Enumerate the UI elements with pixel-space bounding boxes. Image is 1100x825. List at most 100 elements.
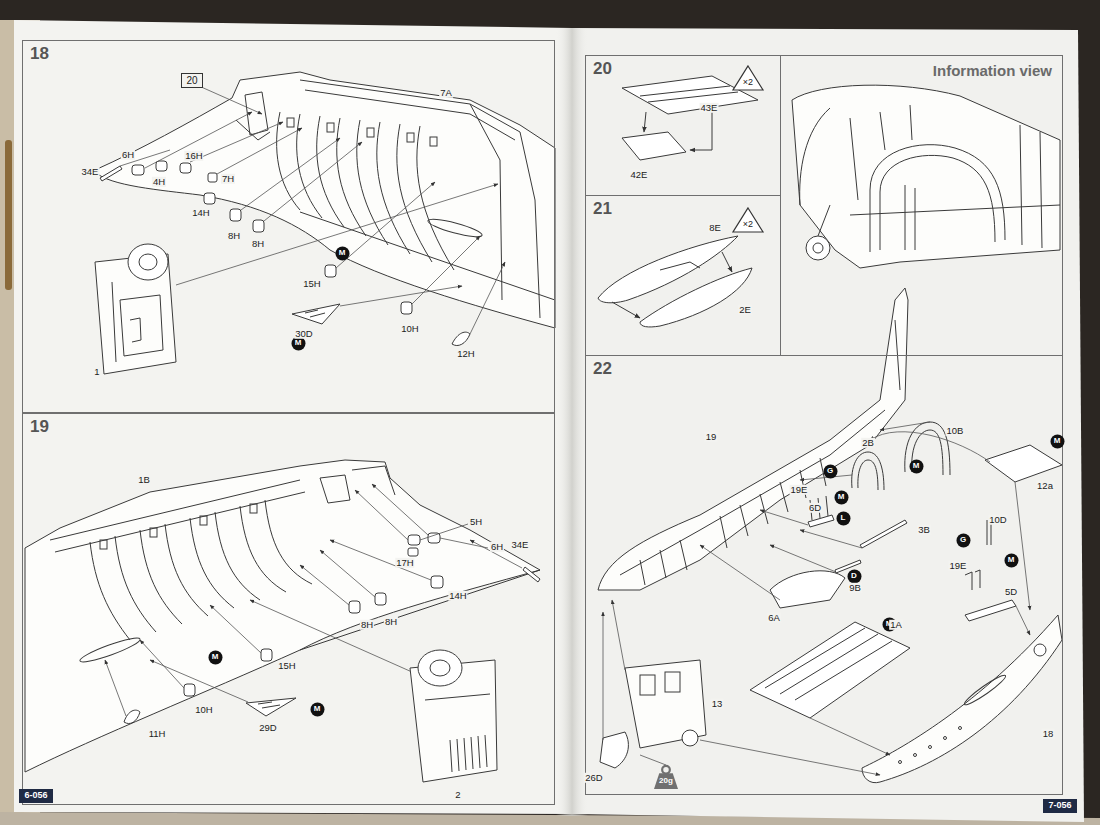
step-18-drawing — [287, 118, 294, 127]
part-number: 15H — [302, 279, 321, 289]
glue-paint-disc — [1050, 434, 1064, 448]
glue-paint-symbol: M — [310, 702, 325, 717]
part-number: 10H — [194, 705, 213, 715]
step-22-drawing — [640, 755, 666, 765]
part-number: 6A — [767, 613, 781, 623]
step-21-drawing — [660, 262, 700, 270]
step-22-drawing — [862, 615, 1062, 783]
step-19-drawing — [320, 550, 375, 597]
step-18-drawing — [95, 72, 555, 374]
step-20-drawing — [644, 112, 646, 132]
step-19-drawing — [55, 492, 305, 552]
symbol-letter: M — [838, 493, 845, 502]
quantity-triangle: ×2 — [732, 65, 764, 91]
part-number: 8H — [251, 239, 265, 249]
step-19-drawing — [240, 506, 286, 592]
step-19-drawing — [105, 660, 126, 716]
step-18-drawing — [120, 86, 505, 334]
information-view-drawing — [905, 185, 915, 250]
part-number: 11H — [148, 729, 167, 739]
step-panel: 21×2 — [585, 195, 781, 356]
step-18-drawing — [336, 182, 435, 268]
part-number: 8E — [708, 223, 722, 233]
symbol-letter: M — [1054, 437, 1061, 446]
step-18-drawing — [253, 220, 264, 232]
step-18-drawing — [305, 310, 325, 317]
step-19-drawing — [258, 702, 280, 708]
step-19-drawing — [140, 640, 184, 688]
step-18-drawing — [340, 286, 462, 306]
step-22-drawing — [858, 460, 878, 490]
part-number: 7H — [221, 174, 235, 184]
step-22-drawing — [665, 672, 680, 692]
step-18-drawing — [264, 142, 362, 221]
step-19-drawing — [261, 649, 272, 661]
step-19-drawing — [420, 524, 468, 540]
information-panel: Information view — [780, 55, 1063, 356]
part-number: 3B — [917, 525, 931, 535]
step-22-drawing — [625, 660, 706, 748]
step-19-drawing — [440, 538, 488, 548]
information-view-drawing — [818, 205, 830, 236]
symbol-letter: M — [1008, 556, 1015, 565]
step-22-drawing — [810, 718, 890, 755]
step-22-drawing — [1016, 606, 1030, 635]
step-18-drawing — [145, 112, 252, 168]
step-18-drawing — [367, 128, 374, 137]
part-number: 7A — [439, 88, 453, 98]
page-number: 6-056 — [24, 791, 47, 801]
part-number: 16H — [184, 151, 203, 161]
step-22-drawing — [914, 754, 917, 757]
part-number: 1A — [889, 620, 903, 630]
glue-paint-symbol: M — [335, 246, 350, 261]
weight-handle — [662, 766, 670, 774]
glue-paint-symbol: D — [847, 569, 862, 584]
information-view-drawing — [806, 236, 830, 260]
part-number: 13 — [711, 699, 724, 709]
part-number: 6D — [808, 503, 822, 513]
step-22-drawing — [598, 288, 1062, 783]
step-18-drawing — [190, 122, 283, 162]
step-22-drawing — [700, 545, 780, 600]
part-number: 29D — [258, 723, 277, 733]
part-number: 12H — [456, 349, 475, 359]
step-18-drawing — [217, 128, 302, 174]
step-panel: 20×2 — [585, 55, 781, 196]
step-19-drawing — [215, 512, 260, 600]
step-22-drawing — [870, 432, 990, 462]
step-22-drawing — [770, 545, 836, 572]
glue-paint-symbol: G — [956, 533, 971, 548]
information-view-drawing — [792, 85, 1060, 268]
step-22-drawing — [765, 628, 892, 700]
step-19-drawing — [408, 535, 420, 545]
symbol-letter: M — [295, 339, 302, 348]
step-19-drawing — [165, 524, 208, 616]
quantity-text: ×2 — [743, 78, 753, 88]
symbol-letter: G — [827, 467, 833, 476]
step-number: 21 — [593, 200, 612, 219]
part-number: 10D — [988, 515, 1007, 525]
step-19-drawing — [372, 484, 428, 535]
step-19-drawing — [100, 540, 107, 549]
information-view-drawing — [813, 243, 823, 253]
step-18-drawing — [132, 165, 144, 175]
glue-paint-symbol: M — [208, 650, 223, 665]
step-18-drawing — [176, 184, 498, 285]
weight-text: 20g — [659, 777, 673, 786]
step-19-drawing — [90, 542, 130, 640]
part-number: 1 — [93, 367, 100, 377]
step-19-drawing — [330, 540, 431, 580]
step-19-drawing — [250, 504, 257, 513]
glue-paint-disc — [335, 246, 349, 260]
panel-heading: Information view — [931, 63, 1054, 80]
part-number: 19E — [949, 561, 968, 571]
glue-paint-symbol: L — [836, 511, 851, 526]
step-19-drawing — [523, 567, 540, 582]
step-reference-number: 20 — [186, 75, 197, 86]
step-22-drawing — [760, 510, 808, 525]
step-22-drawing — [612, 600, 625, 670]
step-18-drawing — [317, 116, 344, 227]
step-22-drawing — [905, 422, 950, 475]
